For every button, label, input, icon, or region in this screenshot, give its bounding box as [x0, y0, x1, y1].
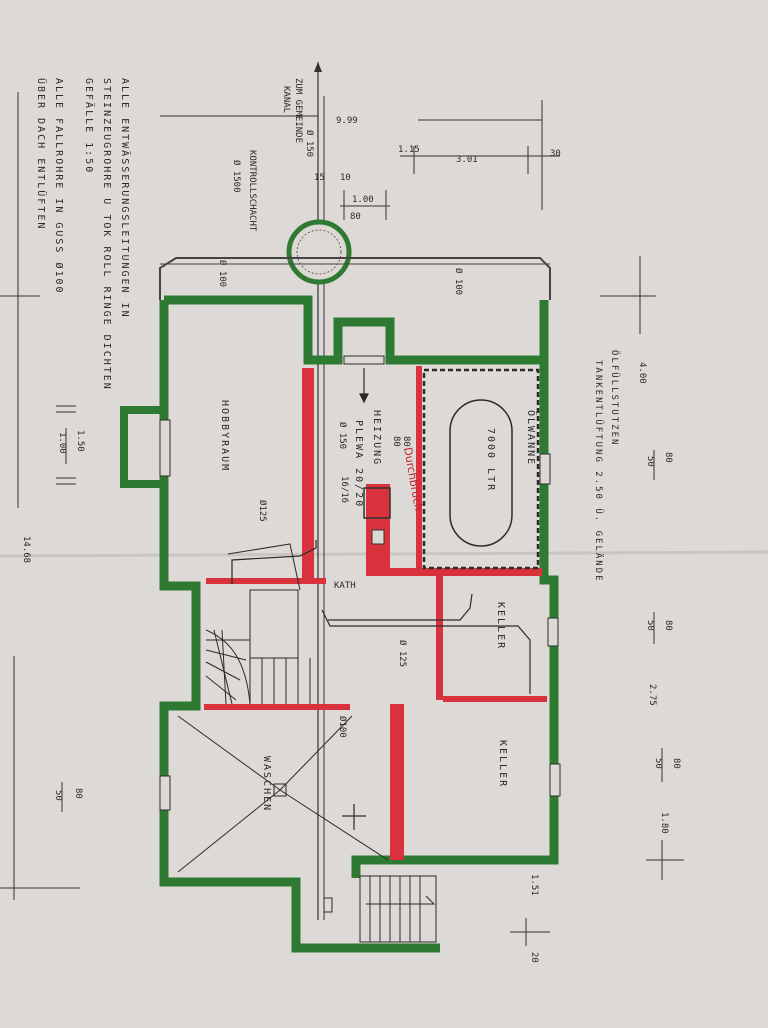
- heizung-80b: 80: [391, 436, 401, 447]
- windows: [159, 355, 561, 811]
- fraction-right-3: 80 50: [653, 748, 681, 782]
- svg-text:80: 80: [671, 758, 681, 769]
- heizung-plewa: PLEWA 20/20: [353, 420, 364, 508]
- right-text-1: ÖLFÜLLSTUTZEN: [609, 350, 620, 446]
- waschen-diagonals: [177, 715, 389, 873]
- dim-30: 30: [550, 149, 561, 159]
- label-pipe-100-left: Ø 100: [217, 260, 228, 287]
- svg-text:80: 80: [663, 620, 673, 631]
- tank-capacity: 7000 LTR: [485, 428, 496, 492]
- label-kontroll-dia: Ø 1500: [231, 160, 242, 193]
- interior-pipes: [231, 368, 531, 830]
- label-kath: KATH: [334, 581, 356, 591]
- svg-text:1.50: 1.50: [75, 430, 85, 452]
- dim-151: 1.51: [529, 874, 539, 896]
- svg-text:50: 50: [653, 758, 663, 769]
- dim-115: 1.15: [398, 145, 420, 155]
- svg-text:50: 50: [53, 790, 63, 801]
- interior-walls: [204, 366, 547, 860]
- dim-80: 80: [350, 212, 361, 222]
- exterior-walls: [159, 295, 559, 953]
- heating-chimney: [366, 484, 390, 568]
- note-line-4: ALLE FALLROHRE IN GUSS Ø100: [53, 78, 65, 295]
- fraction-right-2: 80 50: [645, 612, 673, 644]
- dim-15: 15: [314, 173, 325, 183]
- label-pipe-150: Ø 150: [304, 130, 315, 157]
- room-keller-upper: KELLER: [495, 602, 506, 650]
- room-hobbyraum: HOBBYRAUM: [219, 400, 230, 472]
- note-line-3: GEFÄLLE 1:50: [83, 78, 96, 174]
- dim-400: 4.00: [637, 362, 647, 384]
- dim-999: 9.99: [336, 116, 358, 126]
- dim-180: 1.80: [659, 812, 669, 834]
- oelwanne-enclosure: [422, 368, 540, 570]
- dim-100: 1.00: [352, 195, 374, 205]
- room-waschen: WASCHEN: [261, 756, 272, 812]
- room-oelwanne: ÖLWANNE: [525, 410, 538, 466]
- pipe-label-125a: Ø125: [257, 500, 268, 522]
- label-pipe-100-right: Ø 100: [453, 268, 464, 295]
- room-heizung: HEIZUNG: [371, 410, 382, 466]
- kontrollschacht-manhole: [286, 219, 352, 285]
- svg-text:50: 50: [645, 456, 655, 467]
- sewer-direction-arrow: [314, 62, 322, 72]
- svg-text:80: 80: [73, 788, 83, 799]
- note-line-2: STEINZEUGROHRE U TOK ROLL RINGE DICHTEN: [101, 78, 112, 391]
- fraction-right-1: 80 50: [645, 450, 673, 480]
- label-kanal-2: KANAL: [281, 86, 291, 113]
- fraction-bottom-left: 80 50: [53, 782, 83, 812]
- drainage-notes: ALLE ENTWÄSSERUNGSLEITUNGEN IN STEINZEUG…: [35, 78, 132, 391]
- wall-waschen-keller: [390, 704, 404, 860]
- dim-10: 10: [340, 173, 351, 183]
- svg-text:80: 80: [663, 452, 673, 463]
- dim-20: 20: [529, 952, 539, 963]
- note-line-1: ALLE ENTWÄSSERUNGSLEITUNGEN IN: [119, 78, 132, 319]
- bay-window: [120, 406, 164, 488]
- dim-1468: 14.68: [21, 536, 31, 563]
- label-kanal-1: ZUM GEMEINDE: [293, 78, 303, 143]
- svg-text:1.00: 1.00: [57, 432, 67, 454]
- wall-hobby-heizung: [302, 368, 314, 580]
- dim-275: 2.75: [647, 684, 657, 706]
- staircase: [205, 543, 311, 705]
- drain-pipe-top: [159, 257, 551, 300]
- heizung-dia: Ø 150: [337, 422, 348, 449]
- room-keller-lower: KELLER: [497, 740, 508, 788]
- room-labels: HOBBYRAUM Ø125 HEIZUNG PLEWA 20/20 Ø 150…: [219, 400, 538, 812]
- dim-301: 3.01: [456, 155, 478, 165]
- pipe-label-125b: Ø 125: [397, 640, 408, 667]
- note-line-5: ÜBER DACH ENTLÜFTEN: [35, 78, 48, 230]
- pipe-label-100a: Ø100: [337, 716, 348, 738]
- svg-text:50: 50: [645, 620, 655, 631]
- entry-stairs: [359, 875, 437, 943]
- oil-tank: [449, 399, 513, 547]
- heizung-80a: 80: [401, 436, 411, 447]
- right-text-2: TANKENTLÜFTUNG 2.50 Ü. GELÄNDE: [593, 360, 604, 583]
- fraction-left: 1.50 1.00: [56, 405, 85, 485]
- heizung-1616: 16/16: [339, 476, 349, 503]
- label-kontrollschacht: KONTROLLSCHACHT: [247, 150, 257, 232]
